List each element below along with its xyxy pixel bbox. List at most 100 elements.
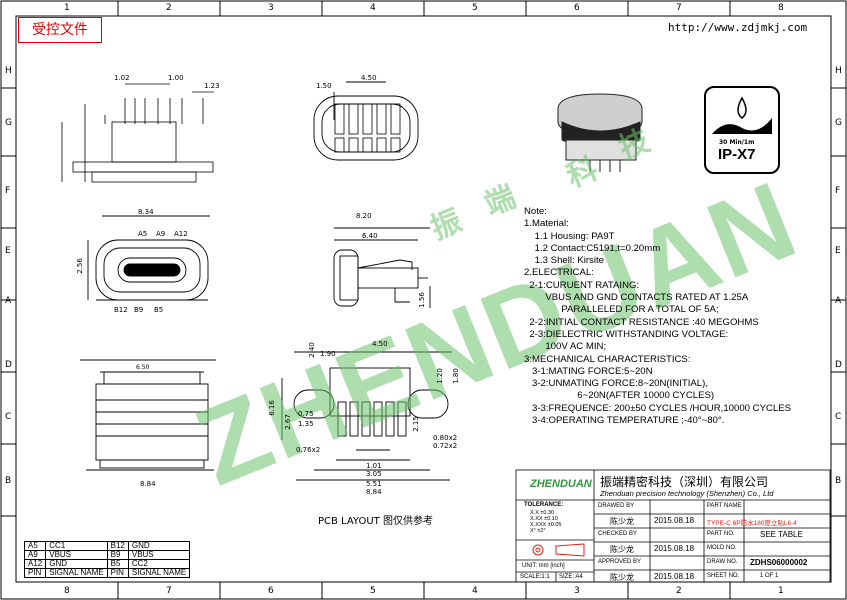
ip-rating-badge bbox=[704, 86, 780, 174]
zone-right-d: D bbox=[835, 360, 842, 370]
pin-label-a5: A5 bbox=[138, 230, 148, 238]
company-name-cn: 振端精密科技（深圳）有限公司 bbox=[600, 475, 769, 489]
dim-1-01: 1.01 bbox=[366, 462, 382, 470]
drawn-by-name: 陈少龙 bbox=[610, 517, 634, 526]
zone-top-3: 3 bbox=[268, 3, 274, 13]
ip-rating-sub: 30 Min/1m bbox=[719, 139, 755, 146]
zone-bottom-3: 3 bbox=[574, 586, 580, 596]
dim-8-84-pcb: 8.84 bbox=[366, 488, 382, 496]
draw-no-value: ZDHS06000002 bbox=[750, 558, 808, 567]
note-line: 3-2:UNMATING FORCE:8~20N(INITIAL), bbox=[524, 378, 708, 390]
zone-right-g: G bbox=[835, 118, 842, 128]
tolerance-label: TOLERANCE: bbox=[524, 502, 564, 508]
dim-4-50-top: 4.50 bbox=[361, 74, 377, 82]
sheet-no-label: SHEET NO. bbox=[707, 573, 740, 579]
dim-6-40: 6.40 bbox=[362, 232, 378, 240]
approved-by-name: 陈少龙 bbox=[610, 573, 634, 582]
zone-bottom-2: 2 bbox=[676, 586, 682, 596]
water-drop-icon bbox=[712, 96, 772, 134]
zone-right-b: B bbox=[835, 476, 842, 486]
table-header-cell: SIGNAL NAME bbox=[45, 568, 108, 578]
dim-8-20: 8.20 bbox=[356, 212, 372, 220]
note-line: 2-3:DIELECTRIC WITHSTANDING VOLTAGE: bbox=[524, 328, 729, 340]
date-approved: 2015.08.18 bbox=[654, 572, 695, 581]
pin-top-view bbox=[313, 81, 419, 161]
dim-5-51: 5.51 bbox=[366, 480, 382, 488]
draw-no-label: DRAW NO. bbox=[707, 559, 738, 565]
dim-6-16: 6.16 bbox=[267, 400, 276, 416]
controlled-document-stamp: 受控文件 bbox=[18, 17, 102, 43]
product-render bbox=[557, 93, 643, 172]
zone-left-b: B bbox=[5, 476, 12, 486]
note-line: 1.1 Housing: PA9T bbox=[524, 230, 615, 242]
dim-3-05: 3.05 bbox=[366, 470, 382, 478]
zone-left-d: D bbox=[5, 360, 12, 370]
dim-2-40: 2.40 bbox=[307, 342, 316, 358]
dim-8-84-side: 8.84 bbox=[140, 480, 156, 488]
zone-top-7: 7 bbox=[676, 3, 682, 13]
mold-no-label: MOLD NO. bbox=[707, 545, 737, 551]
zone-top-5: 5 bbox=[472, 3, 478, 13]
dim-1-90: 1.90 bbox=[320, 350, 336, 358]
unit-label: UNIT: mm [inch] bbox=[522, 563, 565, 569]
pin-label-b9: B9 bbox=[134, 306, 144, 314]
dim-1-02: 1.02 bbox=[114, 74, 130, 82]
note-line: 1.Material: bbox=[524, 218, 569, 230]
note-line: 2-2:INITIAL CONTACT RESISTANCE :40 MEGOH… bbox=[524, 316, 759, 328]
pin-label-b12: B12 bbox=[114, 306, 128, 314]
dim-6-50: 6.50 bbox=[136, 364, 150, 371]
company-url: http://www.zdjmkj.com bbox=[668, 21, 808, 34]
part-no-value: SEE TABLE bbox=[760, 530, 803, 539]
zone-right-e: E bbox=[835, 246, 841, 256]
note-line: 100V AC MIN; bbox=[524, 341, 607, 353]
dim-1-23: 1.23 bbox=[204, 82, 220, 90]
zone-right-a: A bbox=[835, 296, 842, 306]
tolerance-line: X° ±2° bbox=[530, 528, 546, 534]
sheet-no-value: 1 OF 1 bbox=[760, 573, 779, 579]
dim-2-15: 2.15 bbox=[411, 416, 420, 432]
table-header-cell: PIN bbox=[23, 568, 47, 578]
checked-by-name: 陈少龙 bbox=[610, 545, 634, 554]
zone-top-2: 2 bbox=[166, 3, 172, 13]
zone-right-c: C bbox=[835, 412, 842, 422]
note-line: VBUS AND GND CONTACTS RATED AT 1.25A bbox=[524, 292, 749, 304]
dim-1-50: 1.50 bbox=[316, 82, 332, 90]
zone-bottom-1: 1 bbox=[778, 586, 784, 596]
tolerance-line: X.X ±0.30 bbox=[530, 510, 555, 516]
zone-bottom-5: 5 bbox=[370, 586, 376, 596]
zone-bottom-6: 6 bbox=[268, 586, 274, 596]
pin-label-b5: B5 bbox=[154, 306, 164, 314]
dim-2-67: 2.67 bbox=[283, 414, 292, 430]
zone-bottom-8: 8 bbox=[64, 586, 70, 596]
pcb-layout-caption: PCB LAYOUT 图仅供参考 bbox=[318, 516, 433, 527]
note-line: 3-3:FREQUENCE: 200±50 CYCLES /HOUR,10000… bbox=[524, 402, 792, 414]
dim-2-56: 2.56 bbox=[75, 258, 84, 274]
dim-1-80: 1.80 bbox=[451, 368, 460, 384]
pcb-layout-view bbox=[281, 351, 452, 481]
pin-signal-table: A5 CC1 B12 GND A9 VBUS B9 VBUS A12 GND B… bbox=[23, 541, 191, 578]
dim-0-80x2: 0.80x2 bbox=[433, 434, 458, 442]
zone-left-g: G bbox=[5, 118, 12, 128]
bottom-side-view bbox=[80, 359, 216, 471]
dim-0-76x2: 0.76x2 bbox=[296, 446, 321, 454]
dim-1-35: 1.35 bbox=[298, 420, 314, 428]
dim-1-56: 1.56 bbox=[417, 292, 426, 308]
tolerance-values: X.X ±0.30 X.XX ±0.10 X.XXX ±0.05 X° ±2° bbox=[530, 510, 561, 534]
zone-top-6: 6 bbox=[574, 3, 580, 13]
front-view bbox=[87, 215, 210, 301]
pin-label-a9: A9 bbox=[156, 230, 166, 238]
specification-notes: Note: 1.Material: 1.1 Housing: PA9T 1.2 … bbox=[524, 206, 824, 427]
projection-symbol bbox=[532, 543, 585, 557]
dim-4-50-pcb: 4.50 bbox=[372, 340, 388, 348]
approved-by-label: APPROVED BY bbox=[598, 559, 642, 565]
zone-top-8: 8 bbox=[778, 3, 784, 13]
note-line: 6~20N(AFTER 10000 CYCLES) bbox=[524, 390, 715, 402]
dim-8-34: 8.34 bbox=[138, 208, 154, 216]
date-drawn: 2015.08.18 bbox=[654, 516, 695, 525]
note-line: 2-1:CURUENT RATAING: bbox=[524, 279, 640, 291]
pin-label-a12: A12 bbox=[174, 230, 188, 238]
table-header-row: PIN SIGNAL NAME PIN SIGNAL NAME bbox=[23, 568, 191, 578]
side-profile-view bbox=[333, 227, 431, 308]
part-name-label: PART NAME bbox=[707, 503, 742, 509]
